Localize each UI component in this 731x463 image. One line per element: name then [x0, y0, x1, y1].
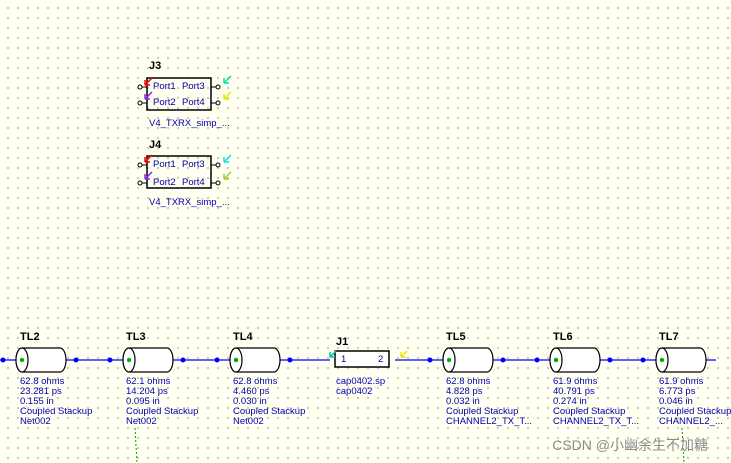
capacitor-info: cap0402.sp cap0402 — [336, 377, 385, 397]
port-label: Port3 — [182, 81, 205, 92]
tline-delay: 23.281 ps — [20, 386, 62, 397]
pin-arrow-icon — [144, 171, 153, 180]
tline-type: Coupled Stackup — [446, 406, 519, 417]
capacitor-ref: J1 — [336, 336, 349, 348]
tline-net: CHANNEL2_TX_T... — [446, 416, 533, 427]
connector-j3[interactable] — [137, 75, 232, 111]
tline-info: 62.1 ohms 14.204 ps 0.095 in Coupled Sta… — [126, 377, 198, 427]
port-label: Port4 — [182, 97, 205, 108]
tline-ref: TL5 — [446, 331, 466, 343]
port-label: Port4 — [182, 177, 205, 188]
tline-tl3[interactable] — [107, 347, 186, 373]
pin-arrow-icon — [223, 75, 232, 84]
tline-ref: TL7 — [659, 331, 679, 343]
tline-info: 62.8 ohms 4.828 ps 0.032 in Coupled Stac… — [446, 377, 532, 427]
pin-arrow-icon — [223, 154, 232, 163]
tline-length: 0.095 in — [126, 396, 160, 407]
connector-model: V4_TXRX_simp_... — [149, 197, 230, 208]
port-label: Port2 — [153, 97, 176, 108]
tline-ref: TL2 — [20, 331, 40, 343]
tline-net: CHANNEL2_TX_T... — [553, 416, 640, 427]
pin-arrow-icon — [144, 77, 153, 86]
tline-type: Coupled Stackup — [659, 406, 731, 417]
connector-ref: J4 — [149, 139, 162, 151]
pin-arrow-icon — [223, 91, 232, 100]
tline-tl2[interactable] — [0, 347, 79, 373]
port-label: Port2 — [153, 177, 176, 188]
tline-net: Net002 — [20, 416, 51, 427]
tline-tl6[interactable] — [534, 347, 613, 373]
tline-length: 0.274 in — [553, 396, 587, 407]
capacitor-model: cap0402.sp — [336, 376, 386, 387]
tline-info: 62.8 ohms 4.460 ps 0.030 in Coupled Stac… — [233, 377, 305, 427]
capacitor-pin2: 2 — [378, 354, 384, 365]
tline-length: 0.046 in — [659, 396, 693, 407]
pin-arrow-icon — [329, 350, 337, 358]
tline-net: CHANNEL2_... — [659, 416, 723, 427]
tline-length: 0.030 in — [233, 396, 267, 407]
tline-info: 61.9 ohms 40.791 ps 0.274 in Coupled Sta… — [553, 377, 639, 427]
probe-line — [681, 427, 685, 463]
tline-delay: 4.460 ps — [233, 386, 270, 397]
tline-type: Coupled Stackup — [126, 406, 199, 417]
watermark: CSDN @小幽余生不加糖 — [552, 437, 708, 453]
tline-info: 61.9 ohms 6.773 ps 0.046 in Coupled Stac… — [659, 377, 731, 427]
tline-tl5[interactable] — [427, 347, 506, 373]
tline-length: 0.032 in — [446, 396, 480, 407]
tline-ref: TL3 — [126, 331, 146, 343]
capacitor-pin1: 1 — [341, 354, 347, 365]
tline-length: 0.155 in — [20, 396, 54, 407]
tline-impedance: 62.8 ohms — [20, 376, 65, 387]
tline-tl4[interactable] — [214, 347, 293, 373]
tline-delay: 14.204 ps — [126, 386, 168, 397]
port-label: Port1 — [153, 159, 176, 170]
schematic-canvas[interactable] — [0, 0, 716, 463]
probe-line — [134, 427, 138, 463]
tline-tl7[interactable] — [640, 347, 707, 373]
tline-type: Coupled Stackup — [233, 406, 306, 417]
tline-impedance: 61.9 ohms — [659, 376, 704, 387]
tline-type: Coupled Stackup — [20, 406, 93, 417]
tline-delay: 4.828 ps — [446, 386, 483, 397]
tline-impedance: 61.9 ohms — [553, 376, 598, 387]
tline-type: Coupled Stackup — [553, 406, 626, 417]
connector-j4[interactable] — [137, 154, 232, 189]
port-label: Port3 — [182, 159, 205, 170]
port-label: Port1 — [153, 81, 176, 92]
tline-net: Net002 — [233, 416, 264, 427]
tline-impedance: 62.8 ohms — [233, 376, 278, 387]
capacitor-name: cap0402 — [336, 386, 373, 397]
capacitor-j1[interactable] — [329, 350, 408, 368]
connector-ref: J3 — [149, 60, 162, 72]
pin-arrow-icon — [223, 171, 232, 180]
tline-impedance: 62.1 ohms — [126, 376, 171, 387]
tline-ref: TL6 — [553, 331, 573, 343]
tline-delay: 40.791 ps — [553, 386, 595, 397]
tline-net: Net002 — [126, 416, 157, 427]
pin-arrow-icon — [400, 350, 408, 358]
tline-info: 62.8 ohms 23.281 ps 0.155 in Coupled Sta… — [20, 377, 92, 427]
tline-ref: TL4 — [233, 331, 253, 343]
tline-impedance: 62.8 ohms — [446, 376, 491, 387]
tline-delay: 6.773 ps — [659, 386, 696, 397]
pin-arrow-icon — [144, 91, 153, 100]
pin-arrow-icon — [144, 154, 153, 163]
connector-model: V4_TXRX_simp_... — [149, 118, 230, 129]
